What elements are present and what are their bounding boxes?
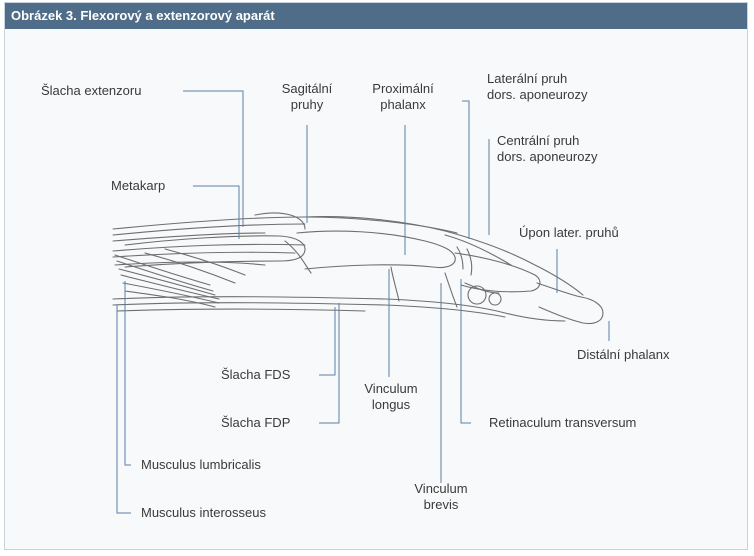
label-centralni-line2: dors. aponeurozy [497,149,597,165]
leader-lateralni-pruh [462,101,469,239]
label-vinculum-brevis-line1: Vinculum [401,481,481,497]
label-lateralni-pruh: Laterální pruh dors. aponeurozy [487,71,587,103]
label-lateralni-line1: Laterální pruh [487,71,587,87]
leader-fds [319,307,335,375]
label-slacha-extenzoru: Šlacha extenzoru [41,83,141,99]
label-proximalni-line1: Proximální [353,81,453,97]
label-musculus-lumbricalis: Musculus lumbricalis [141,457,261,473]
label-vinculum-longus-line2: longus [351,397,431,413]
label-sagitalni-pruhy: Sagitální pruhy [267,81,347,113]
figure-panel: Obrázek 3. Flexorový a extenzorový apará… [4,2,748,550]
label-distalni-phalanx: Distální phalanx [577,347,670,363]
label-centralni-pruh: Centrální pruh dors. aponeurozy [497,133,597,165]
label-musculus-interosseus: Musculus interosseus [141,505,266,521]
label-vinculum-longus: Vinculum longus [351,381,431,413]
label-vinculum-longus-line1: Vinculum [351,381,431,397]
label-proximalni-phalanx: Proximální phalanx [353,81,453,113]
leader-metakarp [193,186,239,239]
label-vinculum-brevis: Vinculum brevis [401,481,481,513]
label-slacha-fds: Šlacha FDS [221,367,290,383]
label-proximalni-line2: phalanx [353,97,453,113]
label-slacha-fdp: Šlacha FDP [221,415,290,431]
leader-fdp [319,303,339,423]
leader-slacha-extenzoru [183,91,243,227]
label-centralni-line1: Centrální pruh [497,133,597,149]
label-sagitalni-line1: Sagitální [267,81,347,97]
leader-lumbricalis [125,281,131,465]
label-retinaculum-transversum: Retinaculum transversum [489,415,636,431]
label-lateralni-line2: dors. aponeurozy [487,87,587,103]
label-sagitalni-line2: pruhy [267,97,347,113]
label-vinculum-brevis-line2: brevis [401,497,481,513]
label-upon-later-pruhu: Úpon later. pruhů [519,225,619,241]
label-metakarp: Metakarp [111,178,165,194]
leader-interosseus [117,305,131,513]
